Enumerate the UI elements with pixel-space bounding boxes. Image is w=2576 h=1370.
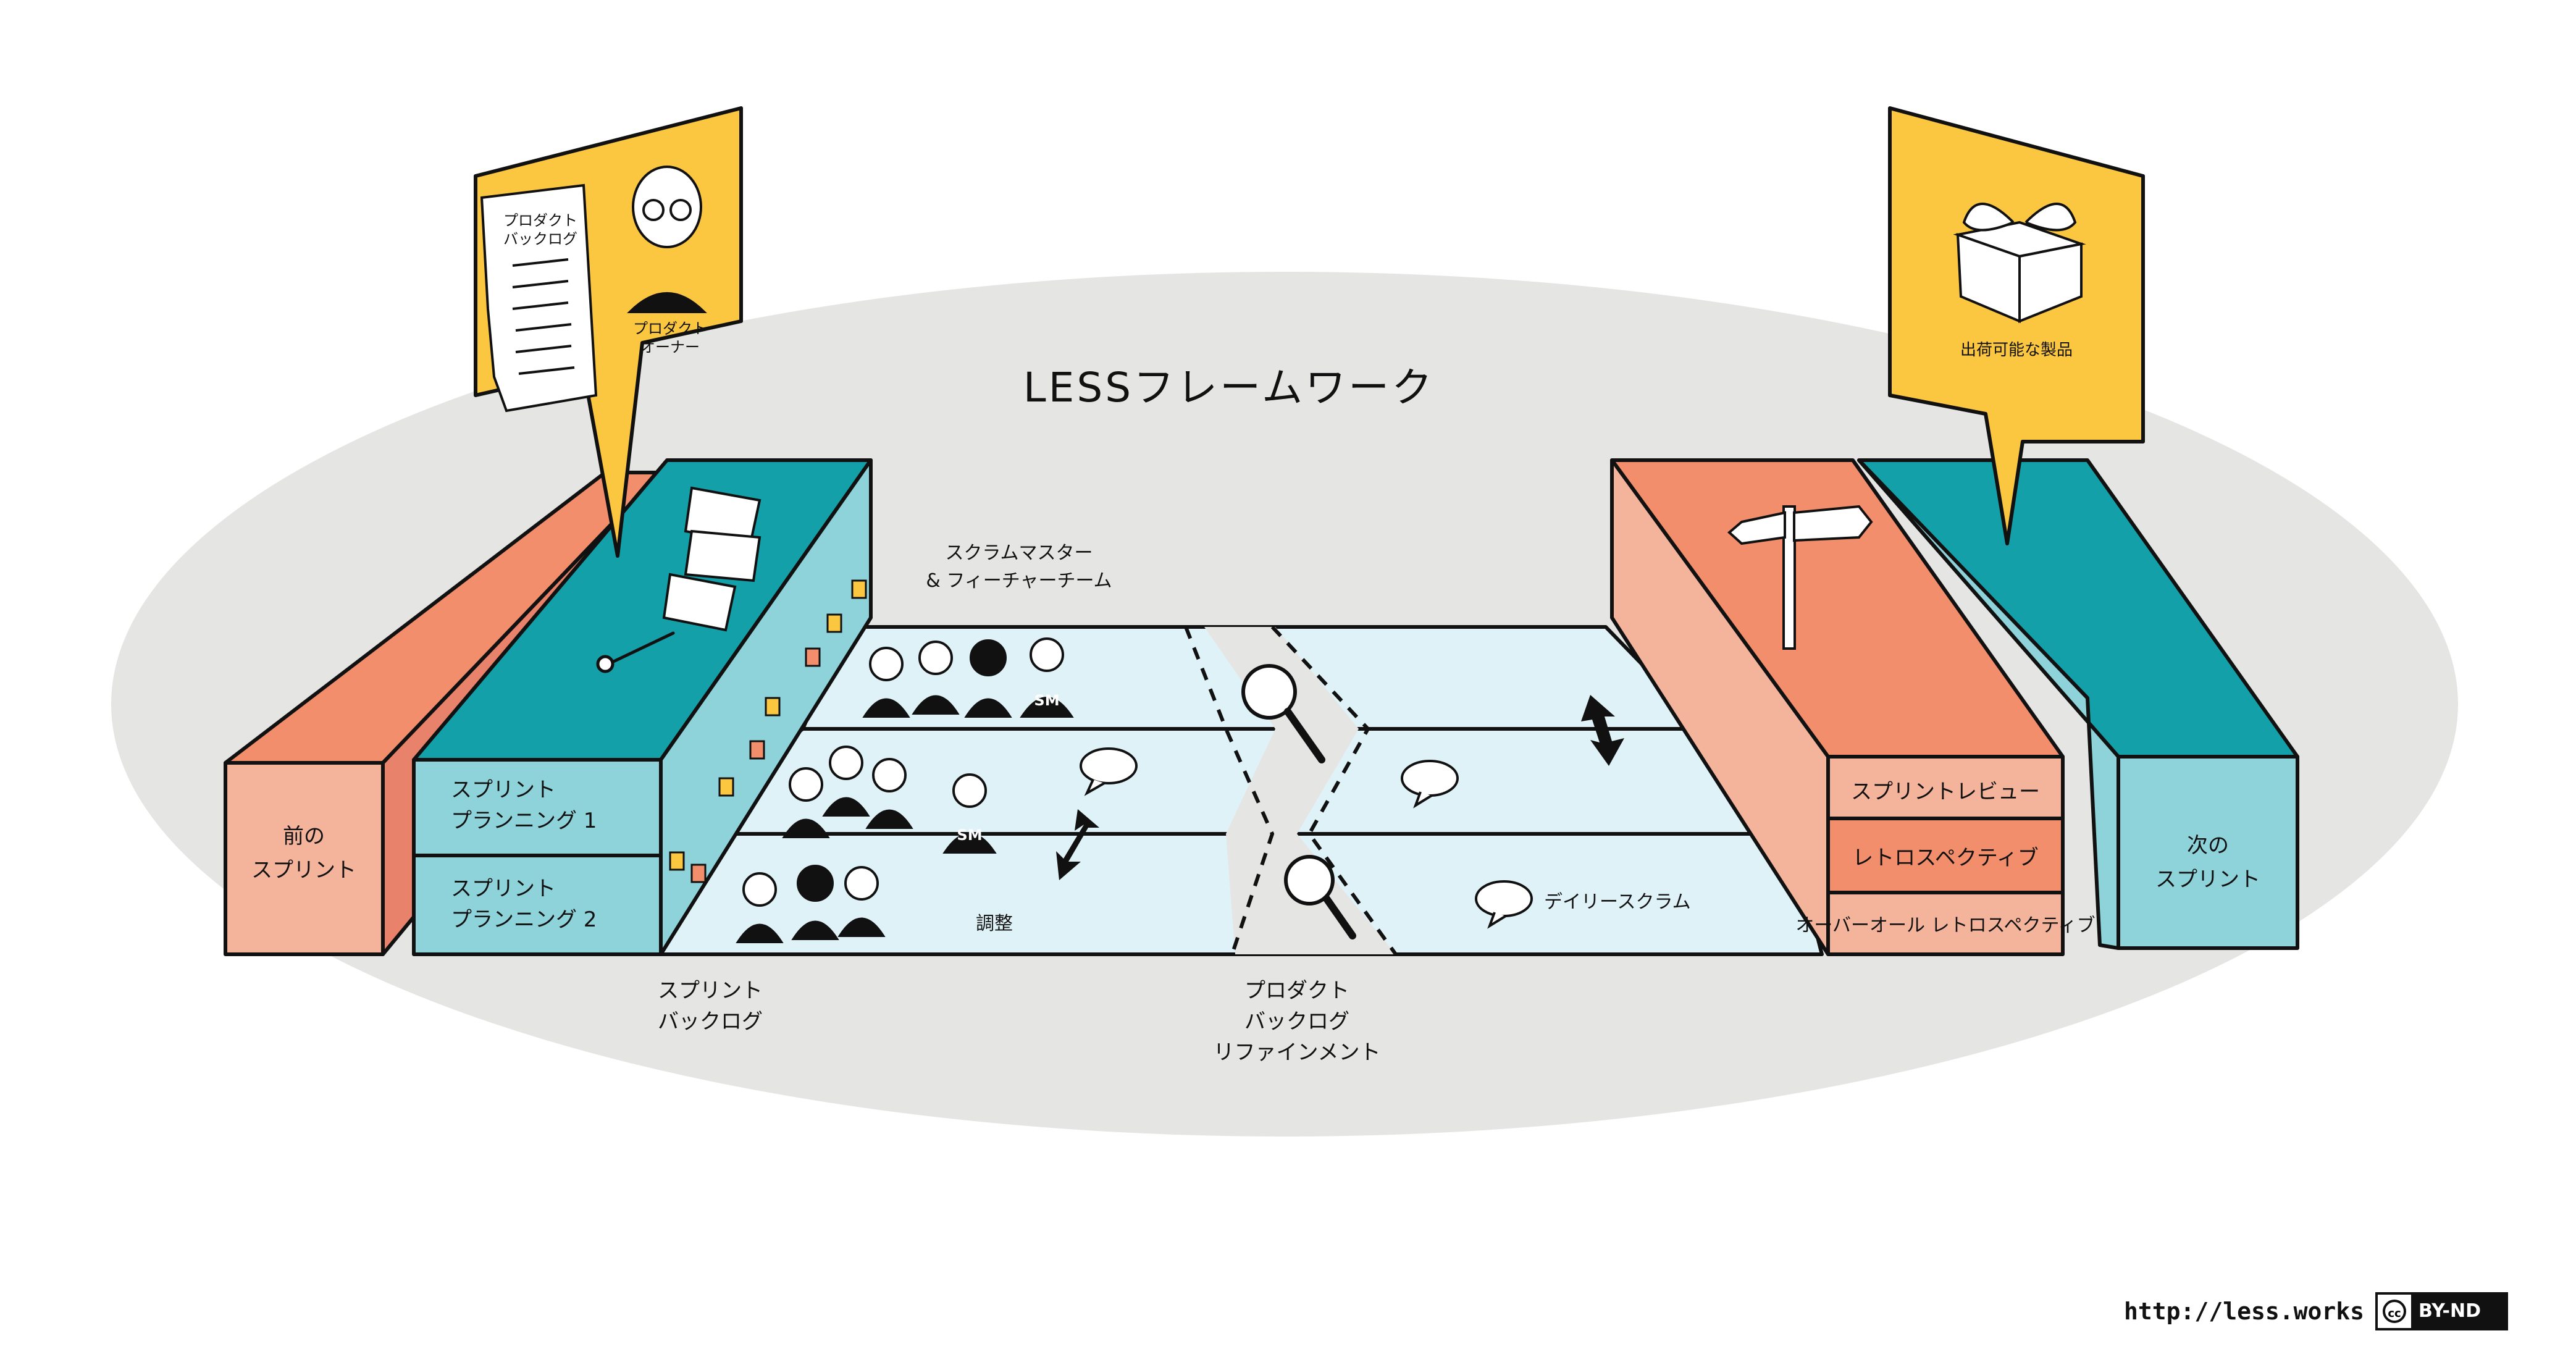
signpost-icon [1727,505,1873,650]
sm-badge-middle: SM [957,826,982,844]
daily-scrum-label: デイリースクラム [1544,891,1691,913]
refinement-column [1177,625,1398,956]
team-member-avatar [822,746,870,817]
magnifier-icon [1284,855,1356,939]
double-arrow-icon [1581,695,1624,766]
team-figures [736,637,1074,943]
shippable-product-callout [1888,106,2145,545]
refinement-label-1: プロダクト [1244,978,1349,1003]
product-owner-label-1: プロダクト [633,320,707,337]
next-sprint-label-2: スプリント [2155,867,2260,892]
team-member-avatar [865,758,913,829]
team-member-avatar [912,641,960,715]
next-sprint-label-1: 次の [2187,833,2229,858]
sm-badge-top: SM [1034,692,1059,709]
team-label-2: & フィーチャーチーム [926,570,1112,592]
refinement-label-3: リファインメント [1214,1040,1381,1065]
shippable-product-label: 出荷可能な製品 [1960,341,2073,359]
next-sprint-block [1857,458,2299,950]
product-owner-label-2: オーナー [640,338,700,356]
team-member-avatar [736,872,784,943]
team-label-1: スクラムマスター [945,542,1093,564]
product-backlog-label-2: バックログ [503,230,577,248]
team-member-avatar [837,866,886,937]
product-backlog-label-1: プロダクト [503,212,577,229]
scrum-master-avatar [1020,637,1074,718]
sticky-notes [669,579,867,883]
sprint-backlog-label-1: スプリント [658,978,763,1003]
team-member-avatar [782,767,830,838]
planning1-label-1: スプリント [451,778,556,802]
double-arrow-icon [1056,809,1099,880]
review-block [1610,458,2065,956]
planning1-label-2: プランニング 1 [451,809,597,833]
team-member-avatar [862,647,910,718]
sprint-backlog-label-2: バックログ [658,1009,763,1034]
retrospective-label: レトロスペクティブ [1852,846,2039,870]
refinement-label-2: バックログ [1244,1009,1349,1034]
coordination-label: 調整 [976,913,1013,935]
license-badge[interactable]: cc BY-ND [2375,1292,2508,1330]
overall-retrospective-label: オーバーオール レトロスペクティブ [1795,915,2095,936]
less-works-url[interactable]: http://less.works [2124,1298,2364,1325]
speech-bubble-icon [1080,747,1138,796]
speech-bubble-icon [1475,880,1533,929]
pen-icon [596,631,675,673]
sprint-review-label: スプリントレビュー [1851,780,2040,804]
planning2-label-1: スプリント [451,876,556,901]
gift-box-icon [1953,203,2086,324]
creative-commons-icon: cc [2377,1295,2411,1328]
previous-sprint-label-2: スプリント [251,858,356,883]
diagram-title: LESSフレームワーク [1023,364,1435,411]
team-member-avatar [791,865,839,940]
team-member-avatar [964,639,1012,718]
planning2-label-2: プランニング 2 [451,907,597,932]
license-label: BY-ND [2410,1295,2506,1328]
footer: http://less.works cc BY-ND [2124,1292,2508,1330]
previous-sprint-label-1: 前の [283,824,325,849]
speech-bubble-icon [1401,760,1459,809]
product-owner-avatar [627,166,707,313]
product-backlog-document-icon [480,183,598,413]
magnifier-icon [1241,664,1325,763]
scrum-master-avatar [942,773,997,854]
backlog-papers [662,486,761,632]
